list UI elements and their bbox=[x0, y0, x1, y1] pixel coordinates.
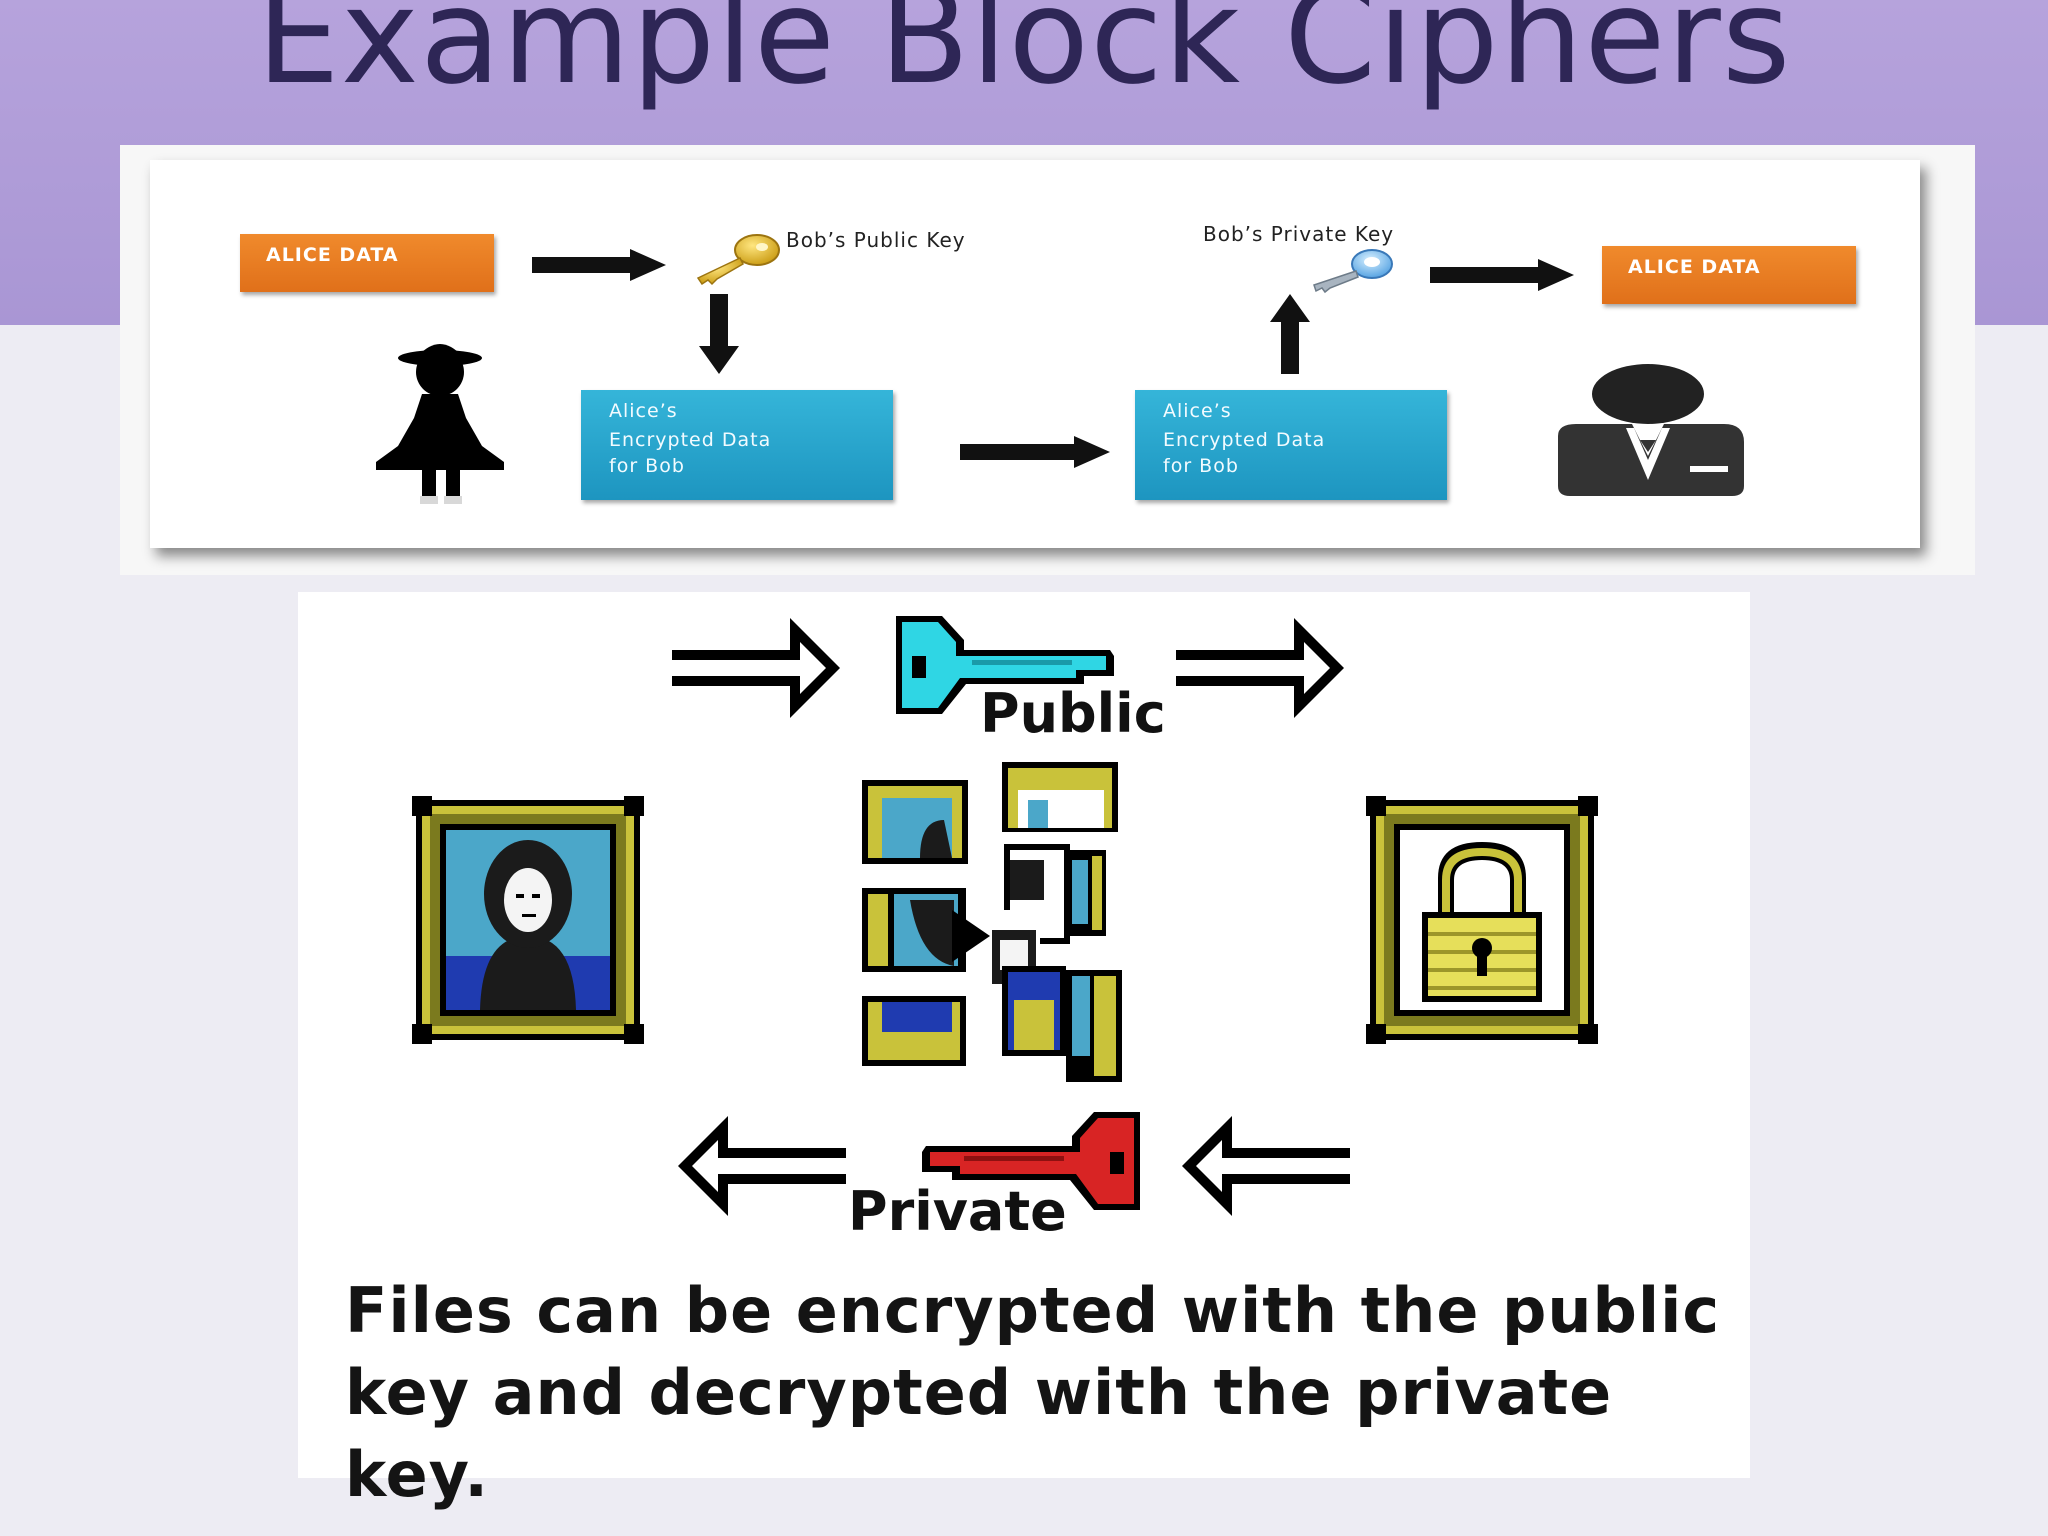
caption-line: Files can be encrypted with the public bbox=[345, 1270, 1745, 1352]
woman-silhouette-icon bbox=[362, 336, 522, 506]
encrypted-text-line: for Bob bbox=[1163, 452, 1447, 481]
encrypted-text-line: Encrypted Data bbox=[609, 426, 893, 455]
hollow-arrow-left-icon bbox=[668, 1108, 850, 1224]
diagram-caption: Files can be encrypted with the public k… bbox=[345, 1270, 1745, 1516]
bobs-private-key-label: Bob’s Private Key bbox=[1203, 222, 1394, 246]
padlock-frame-icon bbox=[1366, 796, 1598, 1044]
scrambled-frame-icon bbox=[860, 760, 1150, 1090]
businessman-icon bbox=[1540, 360, 1760, 500]
private-key-label: Private bbox=[848, 1180, 1067, 1243]
slide-title: Example Block Ciphers bbox=[0, 0, 2048, 114]
public-key-label: Public bbox=[980, 682, 1166, 745]
hollow-arrow-right-icon bbox=[668, 610, 850, 726]
encrypted-text-line: Encrypted Data bbox=[1163, 426, 1447, 455]
hollow-arrow-right-icon bbox=[1172, 610, 1354, 726]
encrypted-text-line: Alice’s bbox=[1163, 397, 1447, 426]
arrow-right-icon bbox=[530, 245, 670, 285]
arrow-up-icon bbox=[1266, 292, 1314, 376]
hollow-arrow-left-icon bbox=[1172, 1108, 1354, 1224]
caption-line: key and decrypted with the private key. bbox=[345, 1352, 1745, 1516]
bobs-public-key-label: Bob’s Public Key bbox=[786, 228, 966, 252]
encrypted-data-box-left: Alice’s Encrypted Data for Bob bbox=[581, 390, 893, 500]
arrow-down-icon bbox=[695, 292, 743, 376]
encrypted-text-line: for Bob bbox=[609, 452, 893, 481]
alice-data-result-box: ALICE DATA bbox=[1602, 246, 1856, 304]
blue-key-icon bbox=[1310, 245, 1410, 295]
encrypted-data-box-right: Alice’s Encrypted Data for Bob bbox=[1135, 390, 1447, 500]
arrow-right-icon bbox=[1428, 255, 1578, 295]
encrypted-text-line: Alice’s bbox=[609, 397, 893, 426]
golden-key-icon bbox=[690, 228, 790, 288]
portrait-frame-icon bbox=[412, 796, 644, 1044]
alice-data-box: ALICE DATA bbox=[240, 234, 494, 292]
arrow-right-icon bbox=[958, 432, 1114, 472]
